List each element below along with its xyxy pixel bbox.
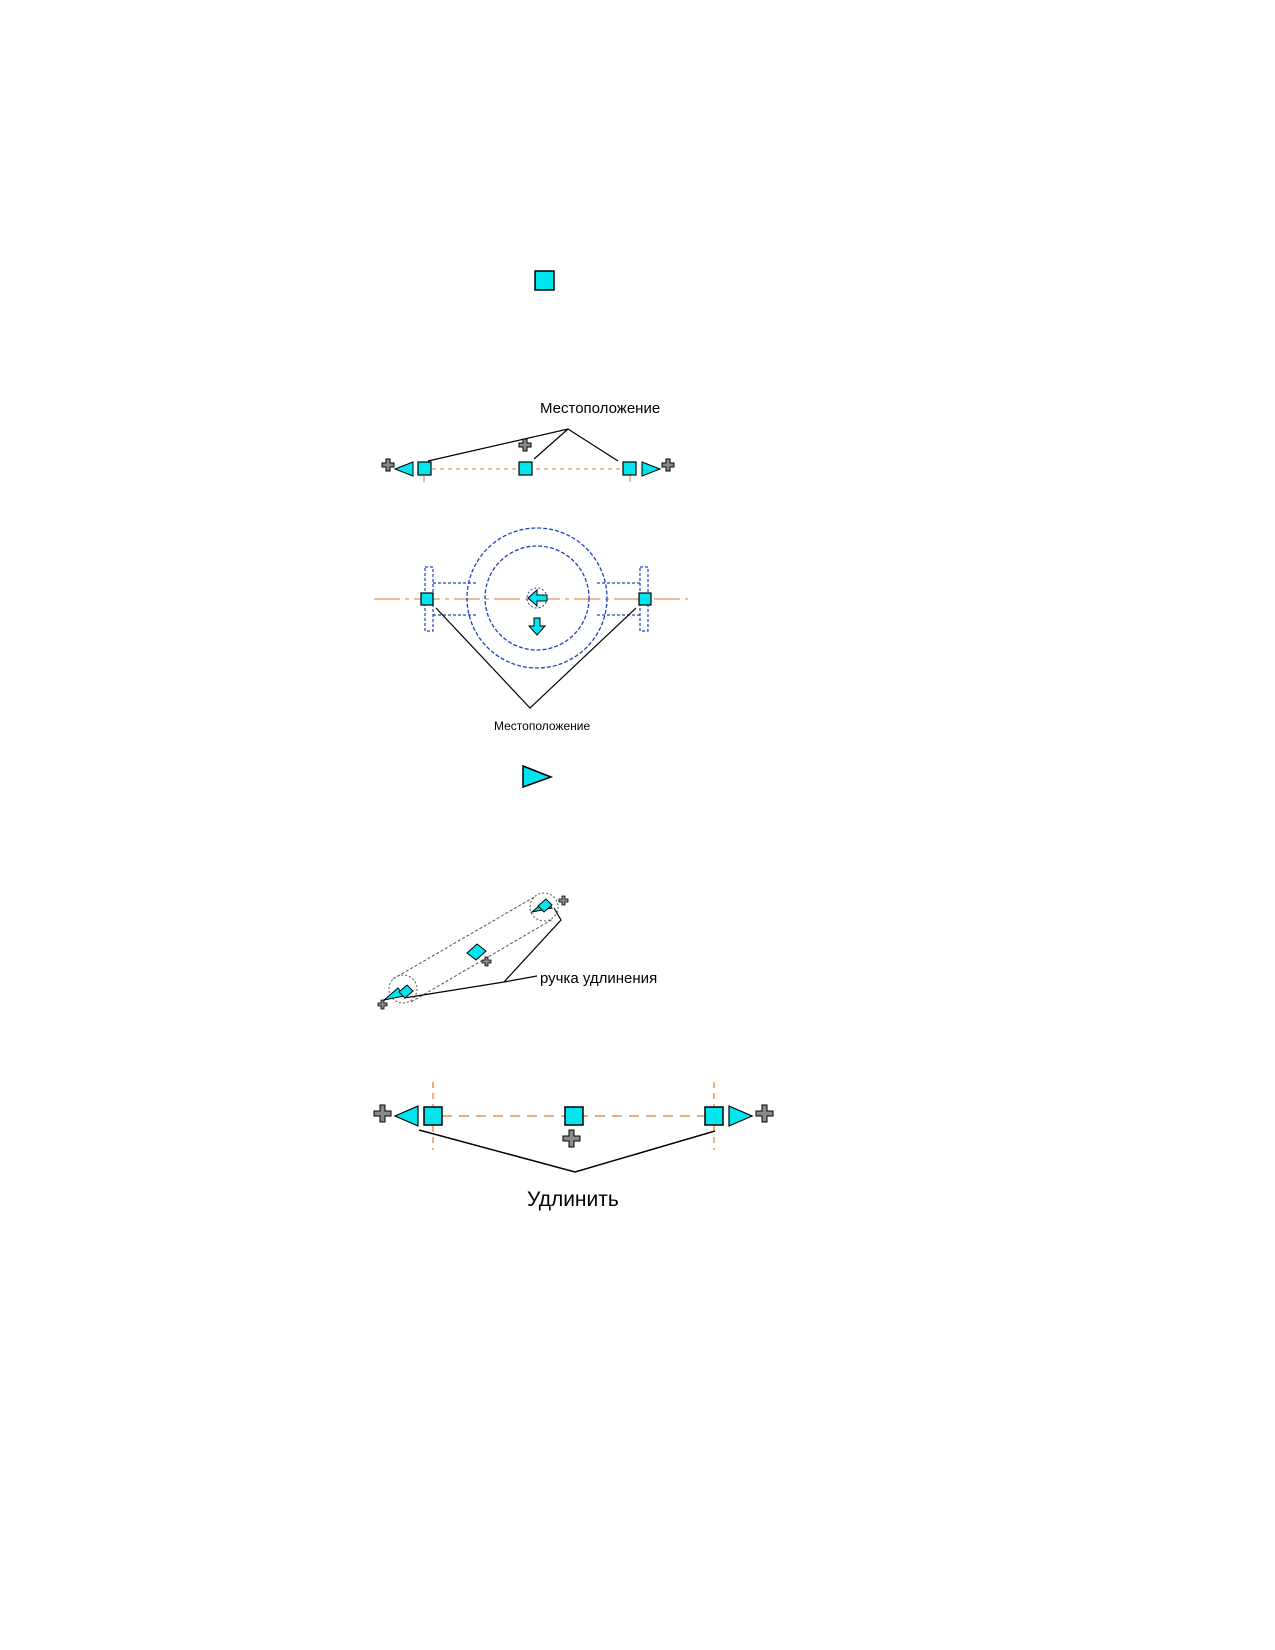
add-grip-icon[interactable] (755, 1104, 774, 1123)
location-grip[interactable] (466, 943, 487, 961)
lengthen-grip[interactable] (393, 1105, 419, 1127)
flow-arrow-grip[interactable] (527, 588, 548, 608)
figure-angled-segment: ручка удлинения (377, 892, 657, 1010)
end-ring (529, 892, 559, 922)
figure-pipe-location: Местоположение (381, 400, 675, 482)
figure-label: Удлинить (527, 1188, 619, 1211)
end-ring (388, 974, 418, 1004)
add-grip-icon[interactable] (377, 999, 388, 1010)
leader-line (503, 907, 562, 983)
figure-label: ручка удлинения (540, 970, 657, 987)
add-grip-icon[interactable] (381, 458, 395, 472)
leader-line (435, 607, 637, 709)
figure-label: Местоположение (540, 400, 660, 417)
location-grip[interactable] (420, 592, 434, 606)
location-grip[interactable] (423, 1106, 443, 1126)
location-grip[interactable] (564, 1106, 584, 1126)
add-grip-icon[interactable] (518, 438, 532, 452)
add-grip-icon[interactable] (373, 1104, 392, 1123)
location-grip[interactable] (518, 461, 533, 476)
add-grip-icon[interactable] (661, 458, 675, 472)
lengthen-grip[interactable] (728, 1105, 754, 1127)
location-grip[interactable] (417, 461, 432, 476)
flip-arrow-grip[interactable] (527, 617, 547, 636)
lengthen-grip[interactable] (641, 461, 662, 477)
pipe-wall (392, 895, 537, 980)
add-grip-icon[interactable] (481, 956, 492, 967)
location-grip[interactable] (537, 898, 553, 913)
location-grip[interactable] (622, 461, 637, 476)
figure-fitting-location: Местоположение (374, 527, 688, 733)
fitting-body-inner (484, 545, 590, 651)
add-grip-icon[interactable] (562, 1129, 581, 1148)
add-grip-icon[interactable] (558, 895, 569, 906)
leader-line (533, 428, 569, 460)
location-grip[interactable] (704, 1106, 724, 1126)
square-grip-icon (534, 270, 555, 291)
lengthen-grip[interactable] (393, 461, 414, 477)
triangle-grip-icon (522, 764, 554, 789)
leader-line (403, 975, 538, 999)
location-grip[interactable] (638, 592, 652, 606)
leader-line (418, 1129, 716, 1173)
fitting-body-outer (466, 527, 608, 669)
location-grip[interactable] (398, 984, 414, 999)
figure-label: Местоположение (494, 719, 590, 733)
figure-pipe-lengthen: Удлинить (373, 1082, 774, 1211)
